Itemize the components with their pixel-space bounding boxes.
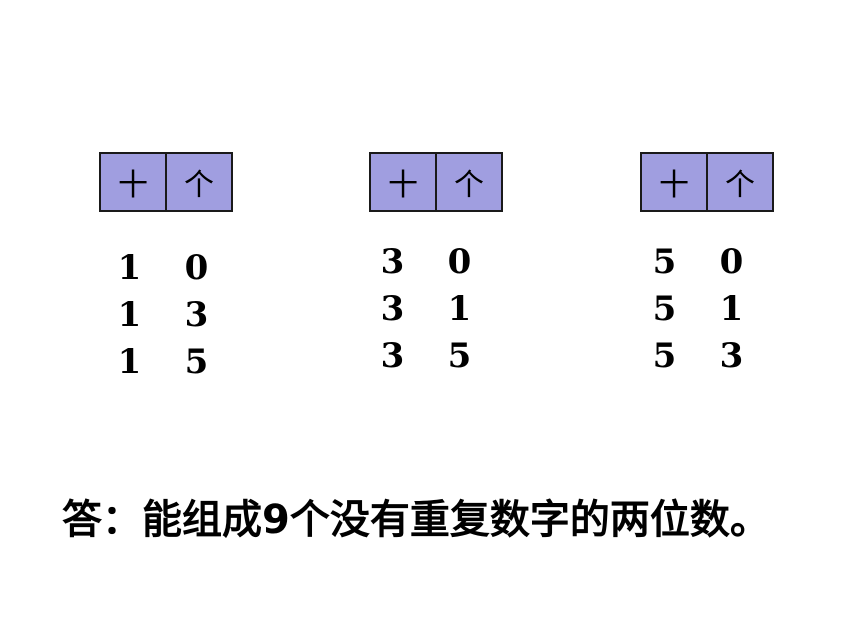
number-row: 5 1 xyxy=(631,285,765,332)
answer-text: 答：能组成9个没有重复数字的两位数。 xyxy=(62,497,770,543)
place-value-group-1: 十 个 1 0 1 3 1 5 xyxy=(99,152,239,382)
tens-header-cell: 十 xyxy=(659,168,689,203)
ones-digit: 5 xyxy=(184,341,209,382)
tens-digit: 1 xyxy=(117,341,142,382)
number-row: 5 3 xyxy=(631,332,765,379)
ones-digit: 3 xyxy=(184,294,209,335)
ones-digit: 1 xyxy=(719,288,744,329)
place-value-header: 十 个 xyxy=(640,152,774,212)
number-row: 1 5 xyxy=(96,338,230,385)
tens-digit: 3 xyxy=(380,335,405,376)
ones-header-cell: 个 xyxy=(706,154,772,210)
number-list: 3 0 3 1 3 5 xyxy=(359,238,493,379)
tens-header-cell: 十 xyxy=(118,168,148,203)
ones-digit: 5 xyxy=(447,335,472,376)
number-row: 3 5 xyxy=(359,332,493,379)
place-value-group-2: 十 个 3 0 3 1 3 5 xyxy=(369,152,509,376)
tens-digit: 5 xyxy=(652,241,677,282)
place-value-header: 十 个 xyxy=(99,152,233,212)
number-row: 1 3 xyxy=(96,291,230,338)
number-row: 3 0 xyxy=(359,238,493,285)
tens-digit: 1 xyxy=(117,294,142,335)
tens-digit: 3 xyxy=(380,288,405,329)
ones-digit: 0 xyxy=(184,247,209,288)
number-row: 3 1 xyxy=(359,285,493,332)
ones-digit: 0 xyxy=(719,241,744,282)
ones-digit: 0 xyxy=(447,241,472,282)
tens-header-cell: 十 xyxy=(388,168,418,203)
tens-digit: 5 xyxy=(652,335,677,376)
place-value-group-3: 十 个 5 0 5 1 5 3 xyxy=(640,152,780,376)
number-list: 5 0 5 1 5 3 xyxy=(631,238,765,379)
place-value-header: 十 个 xyxy=(369,152,503,212)
ones-digit: 3 xyxy=(719,335,744,376)
tens-digit: 1 xyxy=(117,247,142,288)
tens-digit: 5 xyxy=(652,288,677,329)
number-row: 5 0 xyxy=(631,238,765,285)
ones-header-cell: 个 xyxy=(165,154,231,210)
number-list: 1 0 1 3 1 5 xyxy=(96,244,230,385)
ones-header-cell: 个 xyxy=(435,154,501,210)
ones-digit: 1 xyxy=(447,288,472,329)
number-row: 1 0 xyxy=(96,244,230,291)
tens-digit: 3 xyxy=(380,241,405,282)
